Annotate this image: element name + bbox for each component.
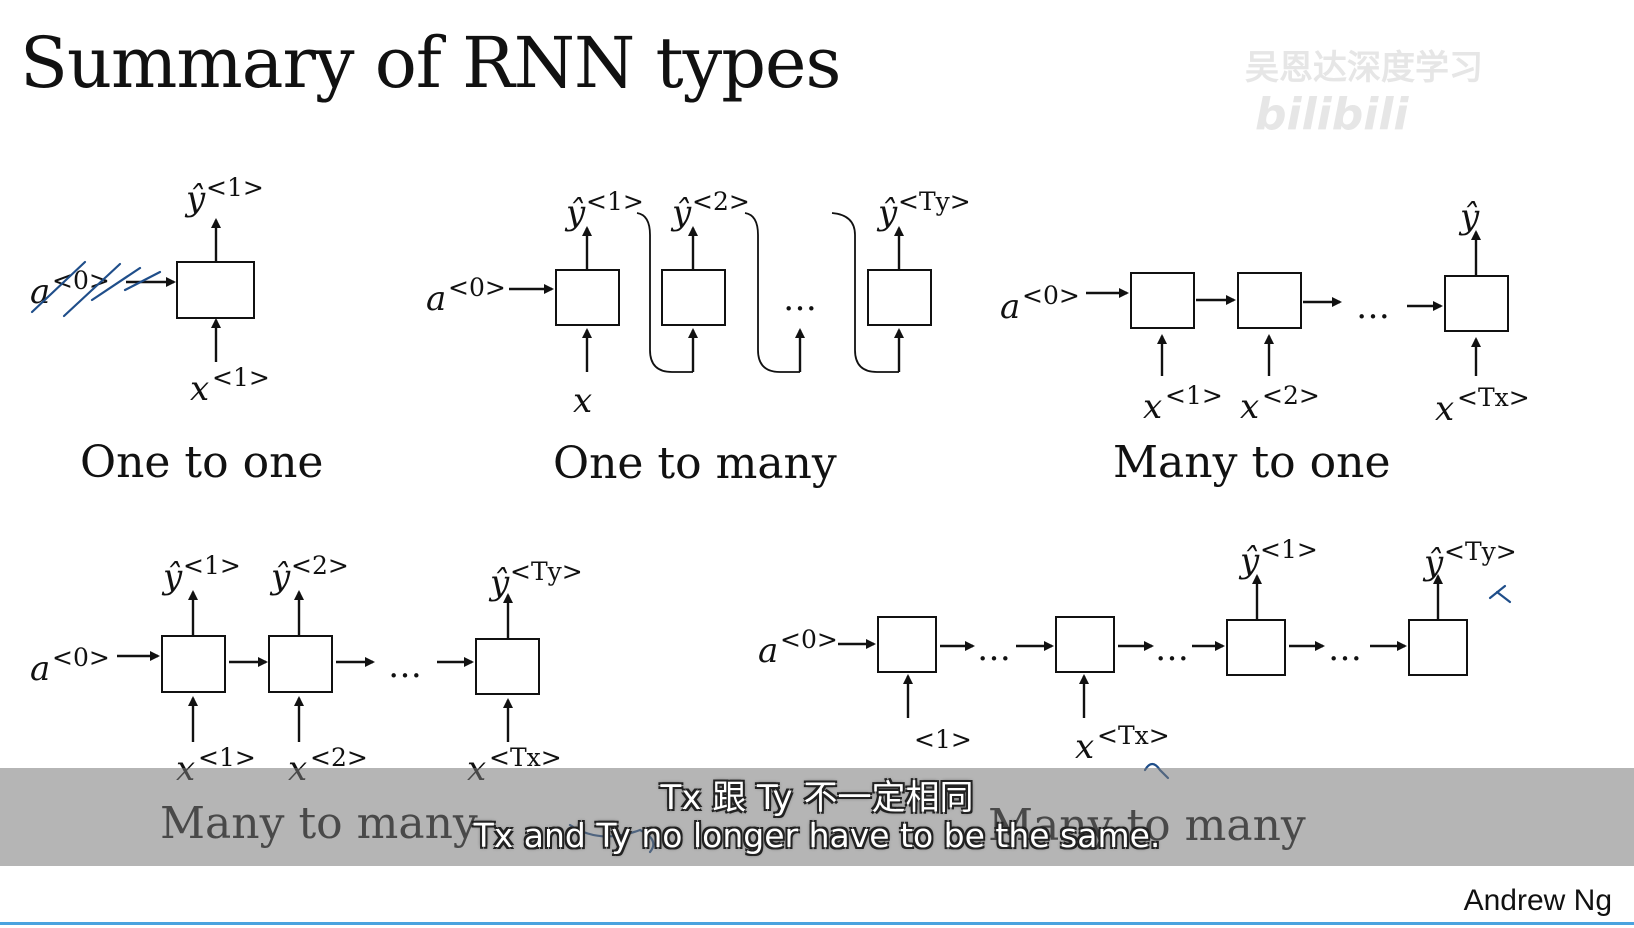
ellipsis: … bbox=[1155, 629, 1189, 669]
y-hat-label: ŷ bbox=[184, 179, 206, 219]
rnn-cell-box bbox=[555, 269, 620, 326]
watermark-text: 吴恩达深度学习 bbox=[1245, 48, 1483, 88]
y-hat-2-label-superscript: <2> bbox=[291, 551, 349, 580]
rnn-cell-box bbox=[1237, 272, 1302, 329]
rnn-cell-box bbox=[661, 269, 726, 326]
y-hat-1-label-superscript: <1> bbox=[1260, 535, 1318, 564]
ink-strike bbox=[90, 266, 142, 302]
x-input-label: x bbox=[190, 369, 209, 409]
x-Tx-label-superscript: <Tx> bbox=[1097, 721, 1170, 750]
a0-label-superscript: <0> bbox=[1022, 281, 1080, 310]
ellipsis: … bbox=[1356, 287, 1390, 327]
subtitle-bar bbox=[0, 768, 1634, 866]
ink-strike bbox=[62, 262, 122, 318]
caption-one-to-one: One to one bbox=[80, 437, 323, 488]
y-hat-Ty-label: ŷ bbox=[876, 193, 898, 233]
ink-strike bbox=[123, 270, 162, 292]
y-hat-1-label: ŷ bbox=[161, 557, 183, 597]
caption-one-to-many: One to many bbox=[553, 438, 837, 489]
diagram-shapes bbox=[117, 212, 1509, 742]
rnn-cell-box bbox=[268, 635, 333, 693]
x-Tx-label-superscript: <Tx> bbox=[489, 743, 562, 772]
a0-label: a bbox=[426, 279, 446, 319]
y-hat-Ty-label: ŷ bbox=[488, 563, 510, 603]
caption-many-to-one: Many to one bbox=[1113, 437, 1391, 488]
a0-label: a bbox=[30, 649, 50, 689]
y-hat-1-label-superscript: <1> bbox=[183, 551, 241, 580]
y-hat-2-label: ŷ bbox=[670, 193, 692, 233]
bilibili-logo-icon: bilibili bbox=[1255, 89, 1409, 140]
x1-label: x bbox=[1143, 387, 1162, 427]
ellipsis: … bbox=[388, 646, 422, 686]
y-hat-1-label: ŷ bbox=[564, 193, 586, 233]
rnn-cell-box bbox=[475, 638, 540, 695]
y-hat-1-label: ŷ bbox=[1238, 541, 1260, 581]
y-hat-2-label-superscript: <2> bbox=[692, 187, 750, 216]
x-input-label-superscript: <1> bbox=[212, 363, 270, 392]
author-credit: Andrew Ng bbox=[1463, 884, 1612, 917]
x1-superscript-partial: <1> bbox=[914, 725, 972, 754]
slide-title: Summary of RNN types bbox=[20, 22, 841, 104]
rnn-cell-box bbox=[1444, 275, 1509, 332]
x-Tx-label: x bbox=[1075, 727, 1094, 767]
x1-label-superscript: <1> bbox=[1165, 381, 1223, 410]
y-hat-Ty-label-superscript: <Ty> bbox=[898, 187, 971, 216]
rnn-cell-box bbox=[877, 616, 937, 673]
y-hat-Ty-label-superscript: <Ty> bbox=[1444, 537, 1517, 566]
watermark: 吴恩达深度学习 bilibili bbox=[1245, 40, 1634, 140]
rnn-cell-box bbox=[176, 261, 255, 319]
x2-label: x bbox=[1240, 387, 1259, 427]
x-Tx-label: x bbox=[1435, 389, 1454, 429]
feedback-connector bbox=[744, 212, 800, 373]
y-hat-Ty-label-superscript: <Ty> bbox=[510, 557, 583, 586]
a0-label: a bbox=[758, 631, 778, 671]
ink-strike bbox=[30, 260, 87, 314]
feedback-connector bbox=[636, 212, 693, 373]
rnn-cell-box bbox=[1408, 619, 1468, 676]
a0-label-superscript: <0> bbox=[780, 625, 838, 654]
y-hat-label-superscript: <1> bbox=[206, 173, 264, 202]
a0-label-superscript: <0> bbox=[52, 643, 110, 672]
rnn-cell-box bbox=[161, 635, 226, 693]
subtitle-english: Tx and Ty no longer have to be the same. bbox=[473, 816, 1161, 855]
x2-label-superscript: <2> bbox=[310, 743, 368, 772]
a0-label: a bbox=[30, 272, 50, 312]
ellipsis: … bbox=[977, 629, 1011, 669]
ellipsis: … bbox=[1328, 629, 1362, 669]
x1-label-superscript: <1> bbox=[198, 743, 256, 772]
y-hat-2-label: ŷ bbox=[269, 557, 291, 597]
progress-line bbox=[0, 922, 1634, 925]
rnn-cell-box bbox=[1226, 619, 1286, 676]
x-input-label: x bbox=[573, 381, 592, 421]
y-hat-Ty-label: ŷ bbox=[1422, 543, 1444, 583]
rnn-cell-box bbox=[1055, 616, 1115, 673]
a0-label-superscript: <0> bbox=[448, 273, 506, 302]
ellipsis: … bbox=[783, 279, 817, 319]
a0-label: a bbox=[1000, 287, 1020, 327]
rnn-cell-box bbox=[1130, 272, 1195, 329]
subtitle-chinese: Tx 跟 Ty 不一定相同 bbox=[660, 778, 974, 818]
ink-mark bbox=[1488, 584, 1512, 604]
a0-label-superscript: <0> bbox=[52, 266, 110, 295]
y-hat-label: ŷ bbox=[1458, 197, 1480, 237]
feedback-connector bbox=[831, 212, 899, 373]
y-hat-1-label-superscript: <1> bbox=[586, 187, 644, 216]
x-Tx-label-superscript: <Tx> bbox=[1457, 383, 1530, 412]
x2-label-superscript: <2> bbox=[1262, 381, 1320, 410]
rnn-cell-box bbox=[867, 269, 932, 326]
